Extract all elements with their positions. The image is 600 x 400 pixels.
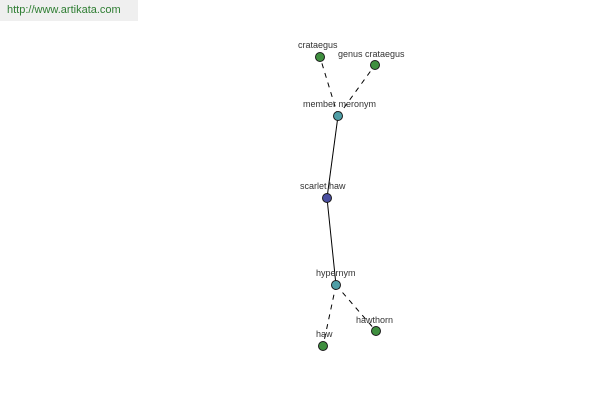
- edge-scarlet-haw-to-member-meronym: [326, 115, 339, 199]
- node-label: hawthorn: [356, 315, 393, 325]
- node-label: genus crataegus: [338, 49, 405, 59]
- edge-member-meronym-to-crataegus: [319, 56, 339, 117]
- node-crataegus[interactable]: crataegus: [298, 40, 338, 62]
- node-scarlet-haw[interactable]: scarlet haw: [300, 181, 346, 203]
- node-marker[interactable]: [371, 326, 381, 336]
- node-label: hypernym: [316, 268, 356, 278]
- graph-edges: [319, 56, 377, 347]
- node-label: member meronym: [303, 99, 376, 109]
- node-marker[interactable]: [333, 111, 343, 121]
- node-marker[interactable]: [370, 60, 380, 70]
- url-banner: http://www.artikata.com: [0, 0, 138, 21]
- edge-hypernym-to-haw: [322, 284, 337, 347]
- node-hypernym[interactable]: hypernym: [316, 268, 356, 290]
- site-url-link[interactable]: http://www.artikata.com: [7, 4, 121, 16]
- edge-member-meronym-to-genus-crataegus: [337, 64, 376, 117]
- node-marker[interactable]: [331, 280, 341, 290]
- edge-scarlet-haw-to-hypernym: [326, 197, 337, 286]
- node-genus-crataegus[interactable]: genus crataegus: [338, 49, 405, 70]
- node-label: scarlet haw: [300, 181, 346, 191]
- node-haw[interactable]: haw: [316, 329, 333, 351]
- node-label: haw: [316, 329, 333, 339]
- edge-hypernym-to-hawthorn: [335, 284, 377, 332]
- node-label: crataegus: [298, 40, 338, 50]
- node-marker[interactable]: [318, 341, 328, 351]
- node-member-meronym[interactable]: member meronym: [303, 99, 376, 121]
- node-marker[interactable]: [315, 52, 325, 62]
- node-marker[interactable]: [322, 193, 332, 203]
- node-hawthorn[interactable]: hawthorn: [356, 315, 393, 336]
